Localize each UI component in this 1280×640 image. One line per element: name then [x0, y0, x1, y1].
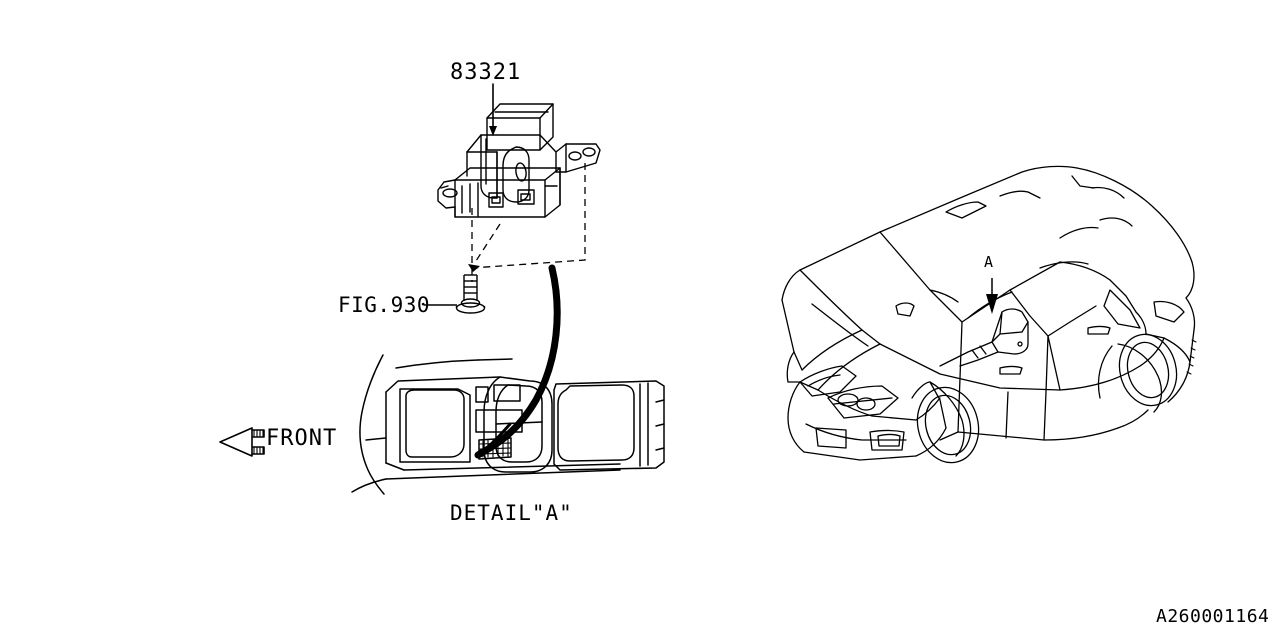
figure-reference-label: FIG.930 [338, 293, 431, 317]
part-number-label: 83321 [450, 60, 522, 85]
diagram-id-label: A260001164 [1156, 606, 1270, 627]
detail-view-caption: DETAIL"A" [450, 501, 573, 525]
vehicle-callout-label: A [984, 253, 994, 271]
front-direction-label: FRONT [266, 426, 338, 451]
assembly-arrowhead [468, 264, 480, 272]
